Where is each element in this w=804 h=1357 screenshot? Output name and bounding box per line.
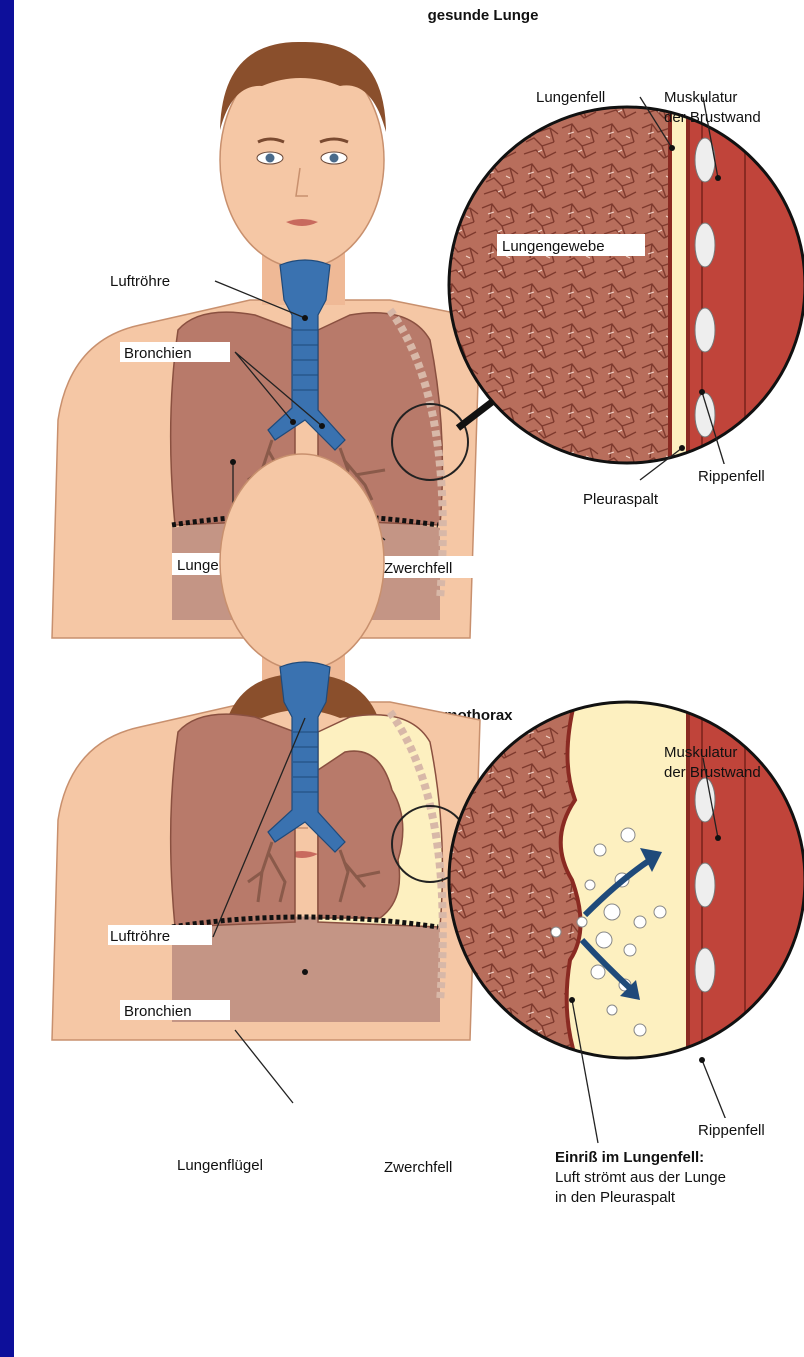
healthy-lung-panel: gesunde Lunge: [52, 7, 804, 638]
pleural-gap: [672, 100, 686, 480]
head: [220, 454, 384, 670]
label-lung-tissue: Lungengewebe: [502, 238, 605, 255]
label-lung-lobes: Lungenflügel: [177, 1157, 263, 1174]
panel-title: gesunde Lunge: [428, 7, 539, 24]
label-visceral-pleura: Lungenfell: [536, 89, 605, 106]
label-muscle-line1: Muskulatur: [664, 89, 737, 106]
label-bronchi: Bronchien: [124, 345, 192, 362]
label-muscle-line2: der Brustwand: [664, 764, 761, 781]
label-tear-line2: in den Pleuraspalt: [555, 1189, 676, 1206]
label-tear-title: Einriß im Lungenfell:: [555, 1149, 704, 1166]
label-bronchi: Bronchien: [124, 1003, 192, 1020]
label-trachea: Luftröhre: [110, 273, 170, 290]
magnified-view: [440, 700, 804, 1080]
label-pleural-gap: Pleuraspalt: [583, 491, 659, 508]
label-muscle-line2: der Brustwand: [664, 109, 761, 126]
magnified-view: [440, 100, 804, 480]
label-muscle-line1: Muskulatur: [664, 744, 737, 761]
left-lung: [171, 714, 295, 927]
label-diaphragm: Zwerchfell: [384, 1159, 452, 1176]
label-parietal-pleura: Rippenfell: [698, 468, 765, 485]
label-parietal-pleura: Rippenfell: [698, 1122, 765, 1139]
label-tear-line1: Luft strömt aus der Lunge: [555, 1169, 726, 1186]
label-diaphragm: Zwerchfell: [384, 560, 452, 577]
label-trachea: Luftröhre: [110, 928, 170, 945]
